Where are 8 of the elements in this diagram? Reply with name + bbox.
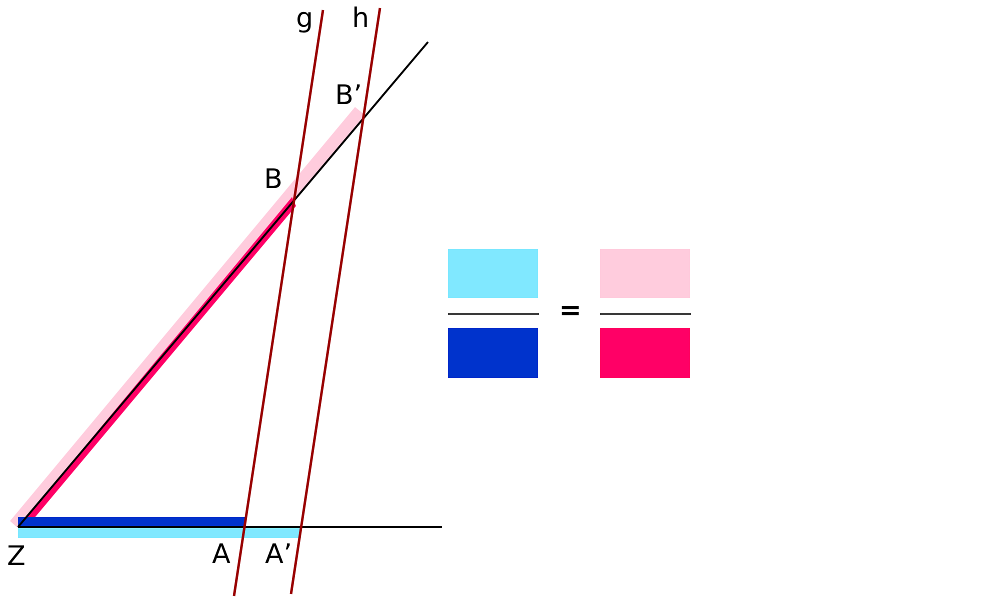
line-label: g [296, 4, 314, 34]
equals-sign: = [559, 296, 582, 326]
point-label: B’ [335, 81, 362, 111]
point-label: Z [7, 542, 26, 572]
point-label: A’ [265, 540, 292, 570]
line-label: h [352, 4, 370, 34]
point-label: B [264, 165, 283, 195]
point-label: A [212, 540, 230, 570]
